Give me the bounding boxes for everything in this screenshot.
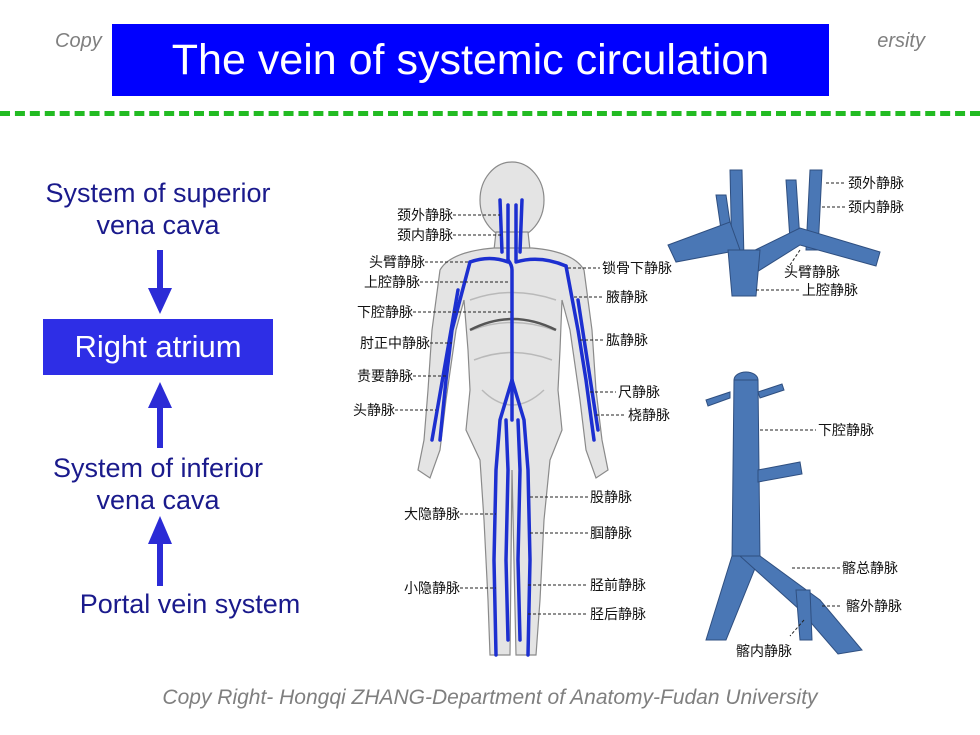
portal-vein-system-label: Portal vein system: [40, 588, 340, 620]
body-label-left: 头臂静脉: [369, 255, 425, 271]
upper-inset-label: 颈内静脉: [848, 200, 904, 216]
body-label-right: 腘静脉: [590, 526, 632, 542]
watermark-right-fragment: ersity: [877, 30, 925, 52]
body-label-left: 下腔静脉: [357, 305, 413, 321]
vein-network: [430, 198, 600, 657]
slide-title-text: The vein of systemic circulation: [171, 35, 770, 84]
body-label-right: 肱静脉: [606, 333, 648, 349]
body-label-left: 颈内静脉: [397, 228, 453, 244]
superior-vena-cava-system-label: System of superior vena cava: [18, 177, 298, 241]
lower-inset-label: 下腔静脉: [818, 423, 874, 439]
superior-line-2: vena cava: [96, 210, 220, 240]
body-label-left: 颈外静脉: [397, 208, 453, 224]
slide-title: The vein of systemic circulation: [112, 24, 829, 96]
lower-inset-label: 髂内静脉: [736, 643, 792, 660]
upper-inset-vessels: [667, 169, 881, 297]
lower-inset-leaders: [760, 429, 842, 637]
inferior-vena-cava-system-label: System of inferior vena cava: [18, 452, 298, 516]
right-atrium-label: Right atrium: [74, 329, 242, 364]
right-atrium-box: Right atrium: [43, 319, 273, 375]
body-label-left: 小隐静脉: [404, 581, 460, 597]
superior-line-1: System of superior: [45, 178, 271, 208]
inferior-line-1: System of inferior: [52, 453, 264, 483]
body-label-right: 锁骨下静脉: [602, 261, 672, 277]
body-silhouette: [417, 161, 609, 656]
arrow-down-icon: [148, 250, 172, 314]
body-label-right: 腋静脉: [606, 290, 648, 306]
lower-inset-vessels: [705, 371, 863, 655]
body-label-left: 肘正中静脉: [360, 336, 430, 352]
upper-inset-label: 上腔静脉: [802, 283, 858, 299]
upper-inset-label: 颈外静脉: [848, 176, 904, 192]
lower-inset-label: 髂外静脉: [846, 598, 902, 615]
body-label-left: 头静脉: [353, 403, 395, 419]
watermark-left-fragment: Copy: [55, 30, 102, 52]
body-label-left: 上腔静脉: [364, 275, 420, 291]
copyright-footer: Copy Right- Hongqi ZHANG-Department of A…: [162, 686, 818, 709]
inferior-line-2: vena cava: [96, 485, 220, 515]
portal-vein-text: Portal vein system: [79, 589, 301, 619]
upper-inset-leaders: [756, 182, 846, 291]
dashed-divider: [0, 111, 980, 116]
body-label-right: 股静脉: [590, 490, 632, 506]
body-label-right: 尺静脉: [618, 385, 660, 401]
venous-anatomy-diagram: 颈外静脉 颈内静脉 头臂静脉 上腔静脉 下腔静脉 肘正中静脉 贵要静脉 头静脉 …: [353, 161, 904, 660]
body-label-right: 胫后静脉: [590, 607, 646, 623]
upper-inset-label: 头臂静脉: [784, 265, 840, 281]
body-label-left: 大隐静脉: [404, 507, 460, 523]
copyright-watermark-top: Copy ersity: [55, 30, 925, 53]
arrow-up-icon: [148, 516, 172, 586]
arrow-up-icon: [148, 382, 172, 448]
body-label-right: 胫前静脉: [590, 577, 646, 594]
body-leaders: [395, 214, 626, 615]
body-label-left: 贵要静脉: [357, 369, 413, 385]
lower-inset-label: 髂总静脉: [842, 560, 898, 577]
body-label-right: 桡静脉: [628, 408, 670, 424]
